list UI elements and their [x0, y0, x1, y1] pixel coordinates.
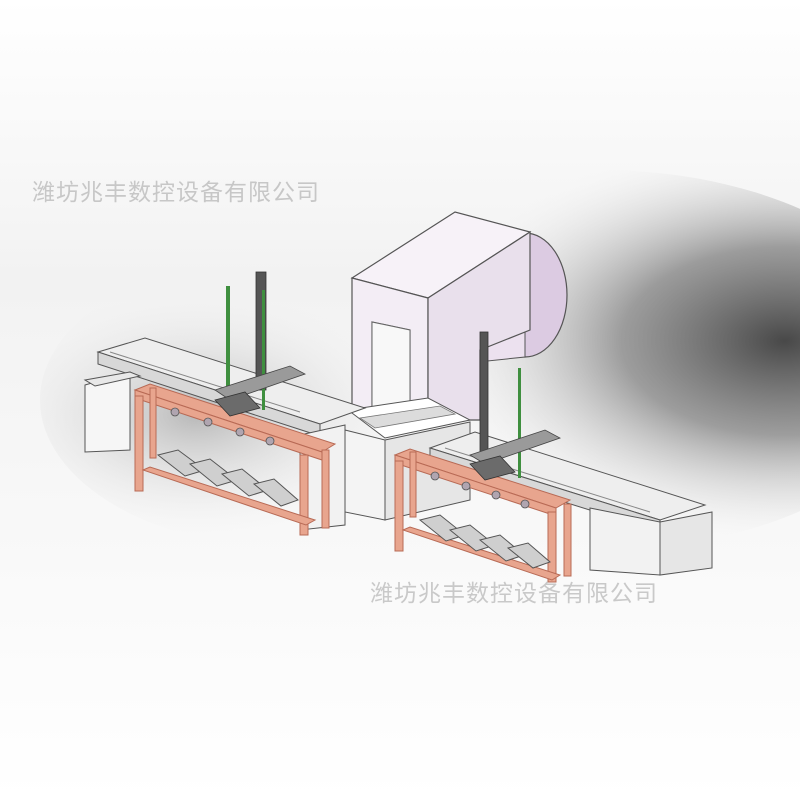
right-gripper — [469, 455, 516, 481]
left-frame-leg-3 — [321, 449, 330, 529]
left-frame-bottom — [141, 466, 317, 526]
press-die — [358, 405, 457, 429]
right-guide-rod — [518, 368, 521, 478]
left-frame-leg-2 — [299, 454, 309, 536]
left-carriage — [214, 365, 306, 401]
right-end-cabinet-side — [659, 511, 713, 576]
left-manipulator — [214, 271, 306, 417]
left-gripper — [214, 391, 261, 417]
left-conveyor — [83, 337, 367, 531]
left-guide-rod-1 — [226, 286, 230, 386]
left-orange-frame — [133, 383, 337, 536]
right-orange-frame — [393, 448, 572, 583]
left-frame-leg-1 — [134, 395, 144, 492]
right-frame-bottom — [401, 526, 562, 581]
left-rail-groove — [109, 351, 301, 413]
right-frame-leg-1 — [394, 460, 404, 552]
right-frame-leg-3 — [563, 503, 572, 577]
right-suction-cups — [430, 471, 530, 509]
right-manipulator — [469, 331, 561, 481]
left-frame-leg-4 — [149, 387, 157, 459]
left-suction-cups — [170, 407, 275, 446]
right-frame-leg-4 — [409, 451, 417, 518]
right-slide-column — [479, 331, 489, 453]
left-cabinet-top — [83, 371, 142, 387]
right-frame-leg-2 — [547, 511, 557, 583]
left-guide-rod-2 — [262, 290, 265, 410]
press-machine — [344, 211, 568, 521]
press-base-front — [344, 429, 386, 521]
left-slide-column — [255, 271, 267, 391]
right-shelf — [418, 514, 551, 569]
left-shelf — [156, 449, 299, 507]
